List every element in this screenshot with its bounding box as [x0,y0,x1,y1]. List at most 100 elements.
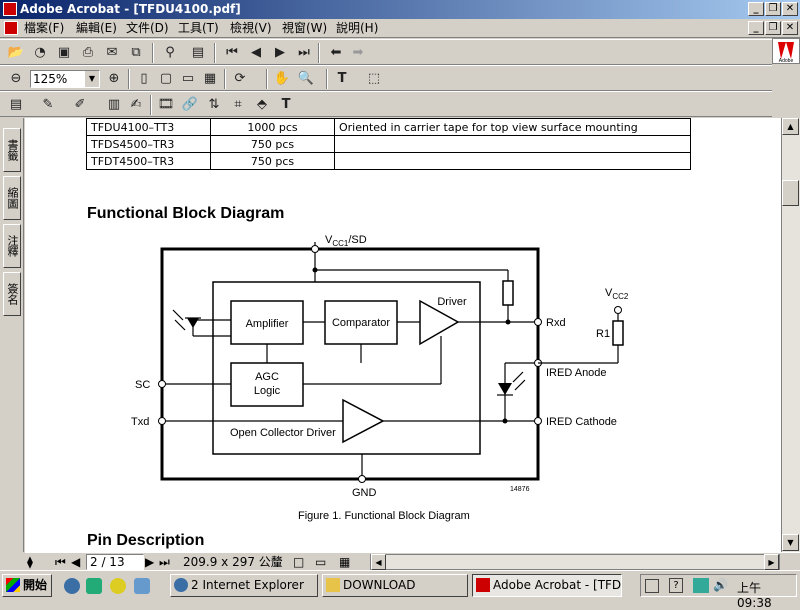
doc-restore-button[interactable]: ❐ [765,21,781,35]
tab-annotations[interactable]: 注釋 [3,224,21,268]
document-icon[interactable] [4,21,18,35]
next-page-icon[interactable]: ▶ [145,555,155,569]
graphics-select-icon[interactable]: ⬚ [367,71,381,86]
browser-quicklaunch-icon[interactable] [64,578,80,594]
form-tool-icon[interactable]: ▥ [107,97,121,112]
ired-cathode-pin [534,417,542,425]
zoom-tool-icon[interactable]: 🔍 [297,71,315,86]
note-tool-icon[interactable]: ▤ [9,97,23,112]
tab-signatures[interactable]: 簽名 [3,272,21,316]
menu-file[interactable]: 檔案(F) [24,21,65,35]
find-icon[interactable]: ⚲ [165,45,175,60]
fit-page-icon[interactable]: ▢ [159,71,173,86]
text-select-icon[interactable]: T [337,71,347,86]
actual-size-icon[interactable]: ▯ [140,71,148,86]
restore-button[interactable]: ❐ [765,2,781,16]
scroll-left-icon[interactable]: ◀ [371,554,386,570]
close-button[interactable]: ✕ [782,2,798,16]
previous-page-icon[interactable]: ◀ [251,45,261,60]
open-folder-icon[interactable]: 📂 [7,45,25,60]
scroll-up-icon[interactable]: ▲ [782,118,799,135]
windows-logo-icon [6,578,20,592]
svg-text:Rxd: Rxd [546,317,566,329]
go-forward-icon[interactable]: ➡ [352,45,364,60]
media-quicklaunch-icon[interactable] [110,578,126,594]
single-page-icon[interactable]: □ [293,555,305,569]
tab-bookmarks[interactable]: 書籤 [3,128,21,172]
page-number-field[interactable]: 2 / 13 [86,554,144,570]
scroll-thumb[interactable] [782,180,799,206]
email-icon[interactable]: ✉ [106,45,118,60]
taskbar-acrobat-button[interactable]: Adobe Acrobat - [TFD... [472,574,622,597]
keyboard-icon[interactable] [645,579,659,593]
acrobat-app-icon[interactable] [3,2,17,16]
menu-edit[interactable]: 編輯(E) [76,21,117,35]
doc-minimize-button[interactable]: _ [748,21,764,35]
web-open-icon[interactable]: ◔ [34,45,46,60]
txd-pin [158,417,166,425]
last-page-icon[interactable]: ⏭ [298,45,310,60]
next-page-icon[interactable]: ▶ [275,45,285,60]
svg-text:Open Collector Driver: Open Collector Driver [230,427,336,439]
vcc2-label: VCC2 [605,287,629,301]
taskbar-ie-button[interactable]: 2 Internet Explorer [170,574,318,597]
print-icon[interactable]: ⎙ [82,45,94,60]
navigation-pane-icon[interactable]: ▤ [191,45,205,60]
ordering-table: TFDU4100–TT3 1000 pcs Oriented in carrie… [86,118,691,170]
zoom-out-icon[interactable]: ⊖ [10,71,22,86]
fit-width-icon[interactable]: ▭ [181,71,195,86]
link-tool-icon[interactable]: 🔗 [181,97,199,112]
horizontal-scrollbar[interactable]: ◀ ▶ [370,554,780,570]
svg-text:SC: SC [135,379,150,391]
touchup-object-icon[interactable]: ⬘ [257,97,267,112]
touchup-text-icon[interactable]: T [281,97,291,112]
first-page-icon[interactable]: ⏮ [55,555,66,569]
last-page-icon[interactable]: ⏭ [159,555,170,569]
fit-visible-icon[interactable]: ▦ [203,71,217,86]
vcc1-label: VCC1/SD [325,234,367,248]
minimize-button[interactable]: _ [748,2,764,16]
menu-help[interactable]: 說明(H) [336,21,379,35]
movie-tool-icon[interactable]: 🎞 [157,97,175,112]
doc-close-button[interactable]: ✕ [782,21,798,35]
zoom-in-icon[interactable]: ⊕ [108,71,120,86]
start-button[interactable]: 開始 [2,574,52,597]
pencil-tool-icon[interactable]: ✎ [42,97,54,112]
menu-bar: 檔案(F) 編輯(E) 文件(D) 工具(T) 檢視(V) 視窗(W) 說明(H… [0,19,800,38]
signature-tool-icon[interactable]: ✍ [130,97,142,112]
menu-window[interactable]: 視窗(W) [282,21,328,35]
pullup-resistor [502,280,514,306]
first-page-icon[interactable]: ⏮ [226,45,238,60]
volume-icon[interactable]: 🔊 [713,578,728,592]
outlook-quicklaunch-icon[interactable] [134,578,150,594]
go-back-icon[interactable]: ⬅ [330,45,342,60]
hand-tool-icon[interactable]: ✋ [273,71,291,86]
article-tool-icon[interactable]: ⇅ [208,97,220,112]
continuous-page-icon[interactable]: ▭ [315,555,327,569]
chevron-down-icon[interactable]: ▼ [85,71,99,87]
page-size-text: 209.9 x 297 公釐 [183,555,283,569]
desktop-quicklaunch-icon[interactable] [86,578,102,594]
crop-tool-icon[interactable]: ⌗ [234,97,242,112]
facing-pages-icon[interactable]: ▦ [339,555,351,569]
vertical-scrollbar[interactable]: ▲ ▼ [781,118,800,552]
network-icon[interactable] [693,578,709,593]
menu-document[interactable]: 文件(D) [126,21,169,35]
section-title: Functional Block Diagram [87,205,285,222]
svg-text:Logic: Logic [254,385,281,397]
taskbar-download-button[interactable]: DOWNLOAD [322,574,468,597]
export-icon[interactable]: ⧉ [131,45,141,60]
save-icon[interactable]: ▣ [57,45,71,60]
page-layout-icon[interactable]: ⧫ [27,555,33,569]
help-icon[interactable]: ? [669,578,683,593]
document-page[interactable]: TFDU4100–TT3 1000 pcs Oriented in carrie… [25,118,781,552]
menu-tools[interactable]: 工具(T) [178,21,219,35]
previous-page-icon[interactable]: ◀ [71,555,81,569]
highlight-tool-icon[interactable]: ✐ [74,97,86,112]
scroll-down-icon[interactable]: ▼ [782,534,799,551]
tab-thumbnails[interactable]: 縮圖 [3,176,21,220]
zoom-level-field[interactable]: 125% ▼ [30,70,100,88]
scroll-right-icon[interactable]: ▶ [764,554,779,570]
rotate-page-icon[interactable]: ⟳ [234,71,246,86]
menu-view[interactable]: 檢視(V) [230,21,272,35]
